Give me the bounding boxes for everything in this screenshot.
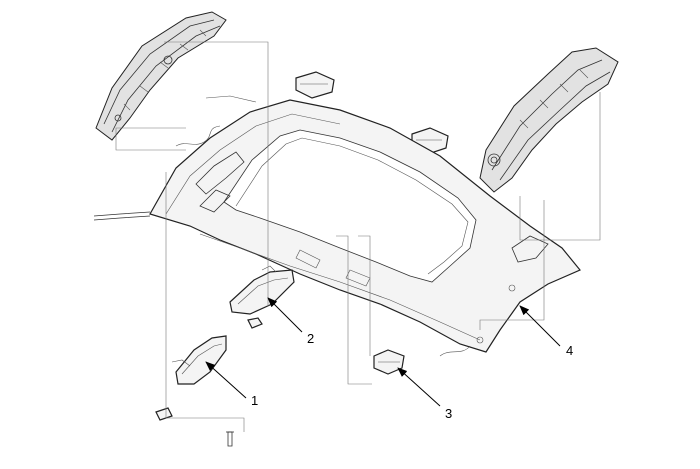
guide-lines [115,41,601,432]
leader-2 [267,297,303,333]
sun-visor-left [155,335,227,421]
callout-4: 4 [566,343,573,358]
screw [226,431,234,447]
sunroof-opening [223,129,477,283]
wiring-harness [175,95,471,357]
front-roof-rail [95,11,227,141]
rear-roof-rail [479,47,619,193]
callout-3: 3 [445,406,452,421]
leader-4 [519,305,561,347]
callout-2: 2 [307,331,314,346]
headliner-panel [149,99,581,353]
sun-visor-right [229,265,295,329]
leader-3 [397,367,441,407]
front-edge-trim [93,211,151,221]
leader-1 [205,361,247,399]
roof-clip-front [295,71,335,99]
roof-trim-bracket [373,349,405,375]
leader-lines [205,297,561,407]
callout-1: 1 [251,393,258,408]
